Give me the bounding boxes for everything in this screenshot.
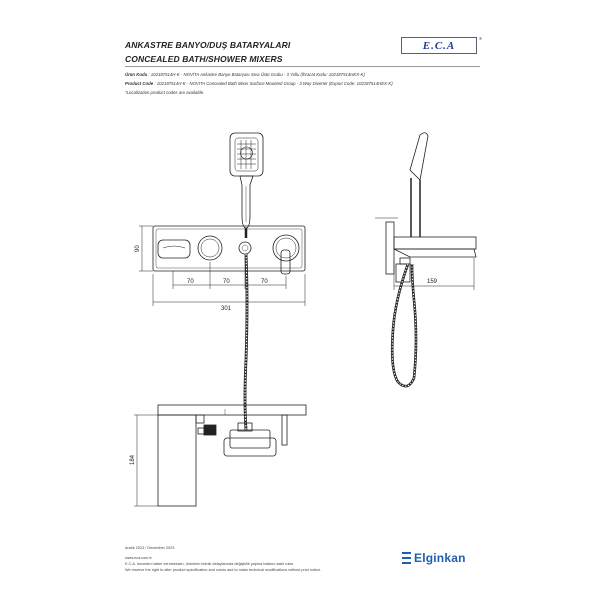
dim-total-width: 301 — [221, 306, 232, 312]
bottom-connector — [229, 429, 271, 449]
product-code-tr-label: Ürün Kodu — [125, 72, 148, 77]
eca-logo-text: E.C.A — [422, 39, 456, 52]
elginkan-logo: Elginkan — [402, 551, 466, 565]
mixer-lever — [280, 249, 291, 275]
bottom-knob — [203, 424, 217, 436]
product-code-en: Product Code : 102187514H-K - NOVITA Con… — [125, 81, 393, 86]
front-dimensions — [139, 225, 306, 306]
footer-note-tr: E.C.A. önceden haber vermeksizin, ürünle… — [125, 562, 294, 566]
hand-shower-handle — [239, 175, 254, 229]
dim-bottom-height: 184 — [130, 454, 136, 465]
product-code-tr-text: : 102187514H-K - NOVİTA Ankastre Banyo B… — [148, 72, 365, 77]
front-cover-plate — [152, 225, 306, 272]
dim-spacing-3: 70 — [261, 279, 268, 285]
side-shower-head — [409, 132, 429, 181]
footer-date: Aralık 2023 / December 2023 — [125, 546, 175, 550]
dim-spacing-2: 70 — [223, 279, 230, 285]
front-view — [152, 132, 306, 431]
bottom-body — [157, 414, 197, 507]
mixer-lever-base — [272, 234, 300, 262]
product-code-en-text: : 102187514H-K - NOVITA Concealed Bath M… — [154, 81, 393, 86]
document-title-tr: ANKASTRE BANYO/DUŞ BATARYALARI — [125, 40, 291, 50]
side-dimensions — [393, 258, 475, 290]
dim-front-height: 90 — [135, 245, 141, 252]
header-divider — [125, 66, 480, 67]
shower-nozzle-grid — [237, 140, 256, 169]
footer-website: www.eca.com.tr — [125, 556, 152, 560]
document-title-en: CONCEALED BATH/SHOWER MIXERS — [125, 54, 283, 64]
dim-spacing-1: 70 — [187, 279, 194, 285]
registered-mark: ® — [479, 36, 482, 41]
bottom-cover-plate — [157, 404, 307, 416]
localization-note: *Localization product codes are availabl… — [125, 90, 205, 95]
dim-side-depth: 159 — [427, 279, 438, 285]
eca-logo: E.C.A — [401, 37, 477, 54]
bottom-view — [157, 404, 307, 507]
side-wall-plate — [385, 221, 395, 275]
shower-connector — [238, 241, 252, 255]
elginkan-mark-icon — [402, 552, 411, 564]
side-spout — [393, 248, 477, 258]
product-code-tr: Ürün Kodu : 102187514H-K - NOVİTA Ankast… — [125, 72, 365, 77]
side-hose — [390, 263, 418, 388]
elginkan-name: Elginkan — [414, 551, 466, 565]
diverter-knob — [197, 235, 223, 261]
bottom-lever — [281, 414, 288, 446]
side-view — [375, 132, 477, 388]
bath-spout-outlet — [157, 239, 191, 259]
bottom-dimensions — [134, 414, 158, 507]
product-code-en-label: Product Code — [125, 81, 154, 86]
footer-note-en: We reserve the right to alter product sp… — [125, 568, 322, 572]
